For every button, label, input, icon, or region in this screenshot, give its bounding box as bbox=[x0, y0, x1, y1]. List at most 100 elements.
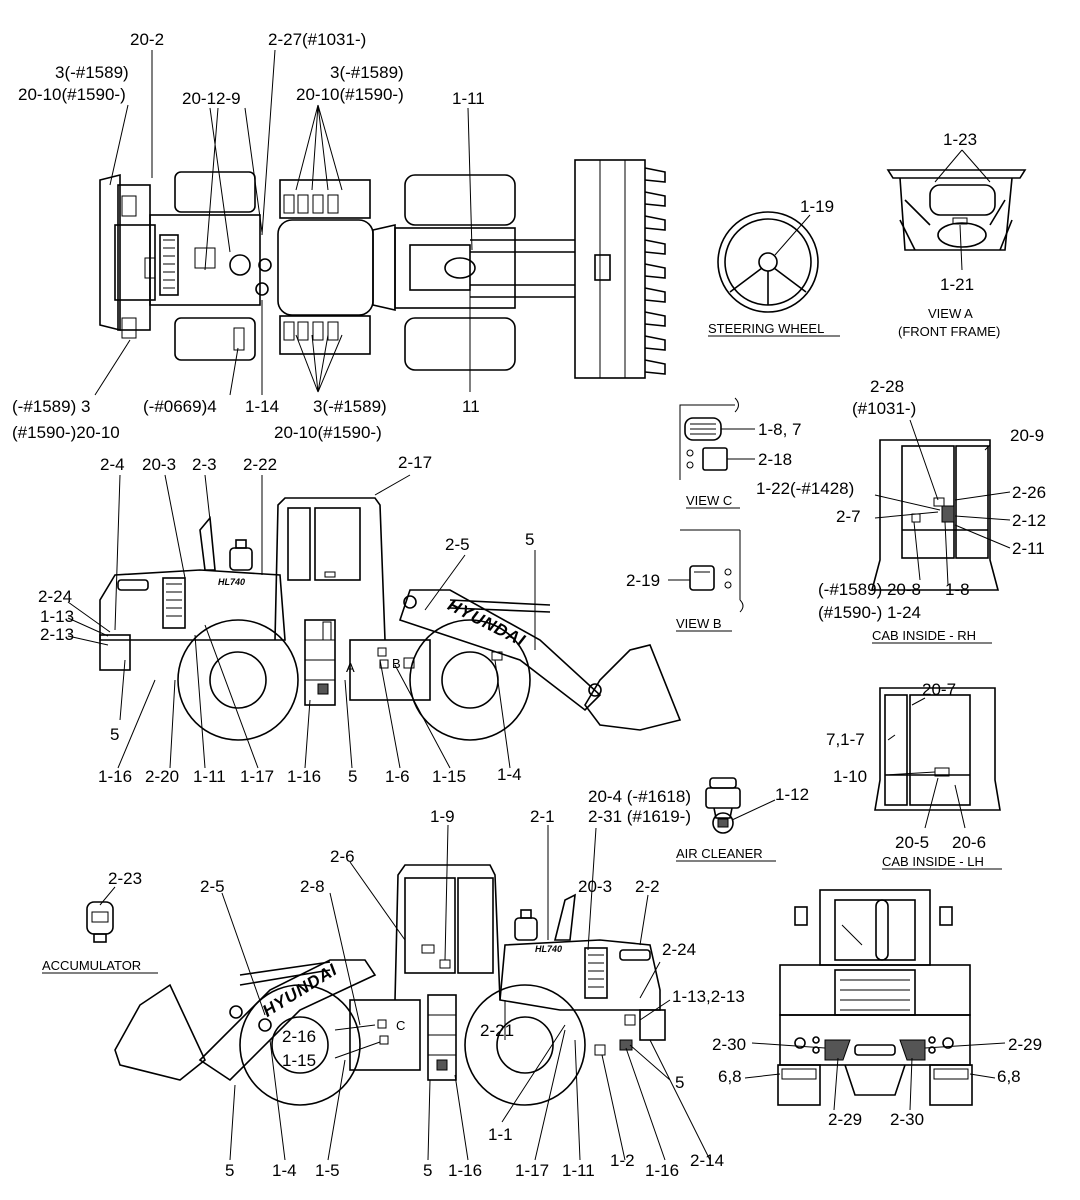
side-right-label-1-15: 1-15 bbox=[282, 1051, 316, 1070]
side-right-label-5-bucket: 5 bbox=[225, 1161, 234, 1180]
top-label-20-2: 20-2 bbox=[130, 30, 164, 49]
rear-label-2-30-left: 2-30 bbox=[712, 1035, 746, 1054]
cab-rh-label-1-8: 1-8 bbox=[945, 580, 970, 599]
side-right-label-1-17: 1-17 bbox=[515, 1161, 549, 1180]
side-left-label-1-16-rear: 1-16 bbox=[98, 767, 132, 786]
side-right-label-2-14: 2-14 bbox=[690, 1151, 724, 1170]
view-c-title: VIEW C bbox=[686, 493, 732, 508]
accumulator-label-2-23: 2-23 bbox=[108, 869, 142, 888]
cab-rh-title: CAB INSIDE - RH bbox=[872, 628, 976, 643]
top-view: 20-2 2-27(#1031-) 3(-#1589) 20-10(#1590-… bbox=[12, 30, 666, 442]
view-b-title: VIEW B bbox=[676, 616, 722, 631]
cab-inside-rh-view: 2-28 (#1031-) 20-9 1-22(-#1428) 2-26 2-7… bbox=[756, 377, 1046, 644]
side-left-label-1-6: 1-6 bbox=[385, 767, 410, 786]
side-right-label-2-2: 2-2 bbox=[635, 877, 660, 896]
accumulator-title: ACCUMULATOR bbox=[42, 958, 141, 973]
side-right-model-badge: HL740 bbox=[535, 944, 562, 954]
steering-label-1-19: 1-19 bbox=[800, 197, 834, 216]
side-right-label-5-rear: 5 bbox=[675, 1073, 684, 1092]
cab-rh-label-2-12: 2-12 bbox=[1012, 511, 1046, 530]
top-label-20-10-bottom-right: 20-10(#1590-) bbox=[274, 423, 382, 442]
side-right-label-1-16-rear: 1-16 bbox=[645, 1161, 679, 1180]
air-cleaner-label-20-4: 20-4 (-#1618) bbox=[588, 787, 691, 806]
air-cleaner-view: 20-4 (-#1618) 2-31 (#1619-) 1-12 AIR CLE… bbox=[588, 777, 809, 862]
cab-rh-label-2-28: 2-28 bbox=[870, 377, 904, 396]
top-label-3-left: 3(-#1589) bbox=[55, 63, 129, 82]
top-label-20-10-bottom-left: (#1590-)20-10 bbox=[12, 423, 120, 442]
side-right-label-1-2: 1-2 bbox=[610, 1151, 635, 1170]
rear-label-6-8-right: 6,8 bbox=[997, 1067, 1021, 1086]
cab-lh-label-7-1-7: 7,1-7 bbox=[826, 730, 865, 749]
side-right-label-2-24: 2-24 bbox=[662, 940, 696, 959]
cab-rh-label-1-24: (#1590-) 1-24 bbox=[818, 603, 921, 622]
side-left-label-5-frame: 5 bbox=[348, 767, 357, 786]
air-cleaner-label-2-31: 2-31 (#1619-) bbox=[588, 807, 691, 826]
top-label-3-right: 3(-#1589) bbox=[330, 63, 404, 82]
cab-rh-label-1031: (#1031-) bbox=[852, 399, 916, 418]
side-left-label-2-17: 2-17 bbox=[398, 453, 432, 472]
side-right-label-1-16-step: 1-16 bbox=[448, 1161, 482, 1180]
top-label-20-10-left: 20-10(#1590-) bbox=[18, 85, 126, 104]
cab-lh-title: CAB INSIDE - LH bbox=[882, 854, 984, 869]
top-label-1-14: 1-14 bbox=[245, 397, 279, 416]
view-a-title-line2: (FRONT FRAME) bbox=[898, 324, 1000, 339]
cab-rh-label-2-11: 2-11 bbox=[1012, 539, 1045, 558]
side-left-label-5-rear: 5 bbox=[110, 725, 119, 744]
steering-wheel-view: 1-19 STEERING WHEEL bbox=[708, 197, 840, 337]
top-label-1-11: 1-11 bbox=[452, 89, 485, 108]
side-right-label-1-13-2-13: 1-13,2-13 bbox=[672, 987, 745, 1006]
rear-label-6-8-left: 6,8 bbox=[718, 1067, 742, 1086]
side-left-label-20-3: 20-3 bbox=[142, 455, 176, 474]
side-right-view-marker-c: C bbox=[396, 1018, 405, 1033]
view-a-label-1-23: 1-23 bbox=[943, 130, 977, 149]
cab-rh-label-20-9: 20-9 bbox=[1010, 426, 1044, 445]
side-right-label-1-5: 1-5 bbox=[315, 1161, 340, 1180]
top-label-3-bottom-left: (-#1589) 3 bbox=[12, 397, 90, 416]
air-cleaner-label-1-12: 1-12 bbox=[775, 785, 809, 804]
view-a-front-frame: 1-23 1-21 VIEW A (FRONT FRAME) bbox=[886, 130, 1027, 339]
top-label-11: 11 bbox=[462, 397, 480, 416]
side-left-model-badge: HL740 bbox=[218, 577, 245, 587]
cab-lh-label-1-10: 1-10 bbox=[833, 767, 867, 786]
side-left-label-1-11: 1-11 bbox=[193, 767, 226, 786]
view-b: 2-19 VIEW B bbox=[626, 529, 744, 632]
rear-label-2-30-bottom: 2-30 bbox=[890, 1110, 924, 1129]
cab-rh-label-2-7: 2-7 bbox=[836, 507, 861, 526]
side-left-view-marker-b: B bbox=[392, 656, 401, 671]
top-label-3-bottom-right: 3(-#1589) bbox=[313, 397, 387, 416]
side-left-label-2-22: 2-22 bbox=[243, 455, 277, 474]
side-left-view-marker-a: A bbox=[346, 660, 355, 675]
side-right-label-1-9: 1-9 bbox=[430, 807, 455, 826]
side-left-label-5-boom: 5 bbox=[525, 530, 534, 549]
view-a-title-line1: VIEW A bbox=[928, 306, 973, 321]
top-label-2-27: 2-27(#1031-) bbox=[268, 30, 366, 49]
side-left-label-1-13: 1-13 bbox=[40, 607, 74, 626]
side-right-label-1-4: 1-4 bbox=[272, 1161, 297, 1180]
side-right-label-1-11: 1-11 bbox=[562, 1161, 595, 1180]
side-right-label-2-16: 2-16 bbox=[282, 1027, 316, 1046]
steering-wheel-title: STEERING WHEEL bbox=[708, 321, 824, 336]
rear-label-2-29-right: 2-29 bbox=[1008, 1035, 1042, 1054]
side-right-label-2-8: 2-8 bbox=[300, 877, 325, 896]
top-label-20-12-9: 20-12-9 bbox=[182, 89, 241, 108]
side-view-left: HL740 B A HYUNDAI bbox=[38, 453, 682, 786]
side-left-label-2-20: 2-20 bbox=[145, 767, 179, 786]
side-left-label-1-4: 1-4 bbox=[497, 765, 522, 784]
side-left-label-2-3: 2-3 bbox=[192, 455, 217, 474]
side-right-label-2-1: 2-1 bbox=[530, 807, 555, 826]
cab-lh-label-20-6: 20-6 bbox=[952, 833, 986, 852]
rear-view: 2-30 2-29 6,8 6,8 2-29 2-30 bbox=[712, 889, 1042, 1129]
side-left-label-2-4: 2-4 bbox=[100, 455, 125, 474]
side-right-label-1-1: 1-1 bbox=[488, 1125, 513, 1144]
view-a-label-1-21: 1-21 bbox=[940, 275, 974, 294]
cab-rh-label-1-22: 1-22(-#1428) bbox=[756, 479, 854, 498]
side-view-right: HYUNDAI C HL740 bbox=[114, 807, 745, 1180]
cab-inside-lh-view: 20-7 7,1-7 1-10 20-5 20-6 CAB INSIDE - L… bbox=[826, 680, 1002, 870]
cab-rh-label-20-8: (-#1589) 20-8 bbox=[818, 580, 921, 599]
cab-lh-label-20-7: 20-7 bbox=[922, 680, 956, 699]
side-right-hyundai-logo: HYUNDAI bbox=[259, 960, 341, 1021]
side-right-label-2-21: 2-21 bbox=[480, 1021, 514, 1040]
view-b-label-2-19: 2-19 bbox=[626, 571, 660, 590]
air-cleaner-title: AIR CLEANER bbox=[676, 846, 763, 861]
